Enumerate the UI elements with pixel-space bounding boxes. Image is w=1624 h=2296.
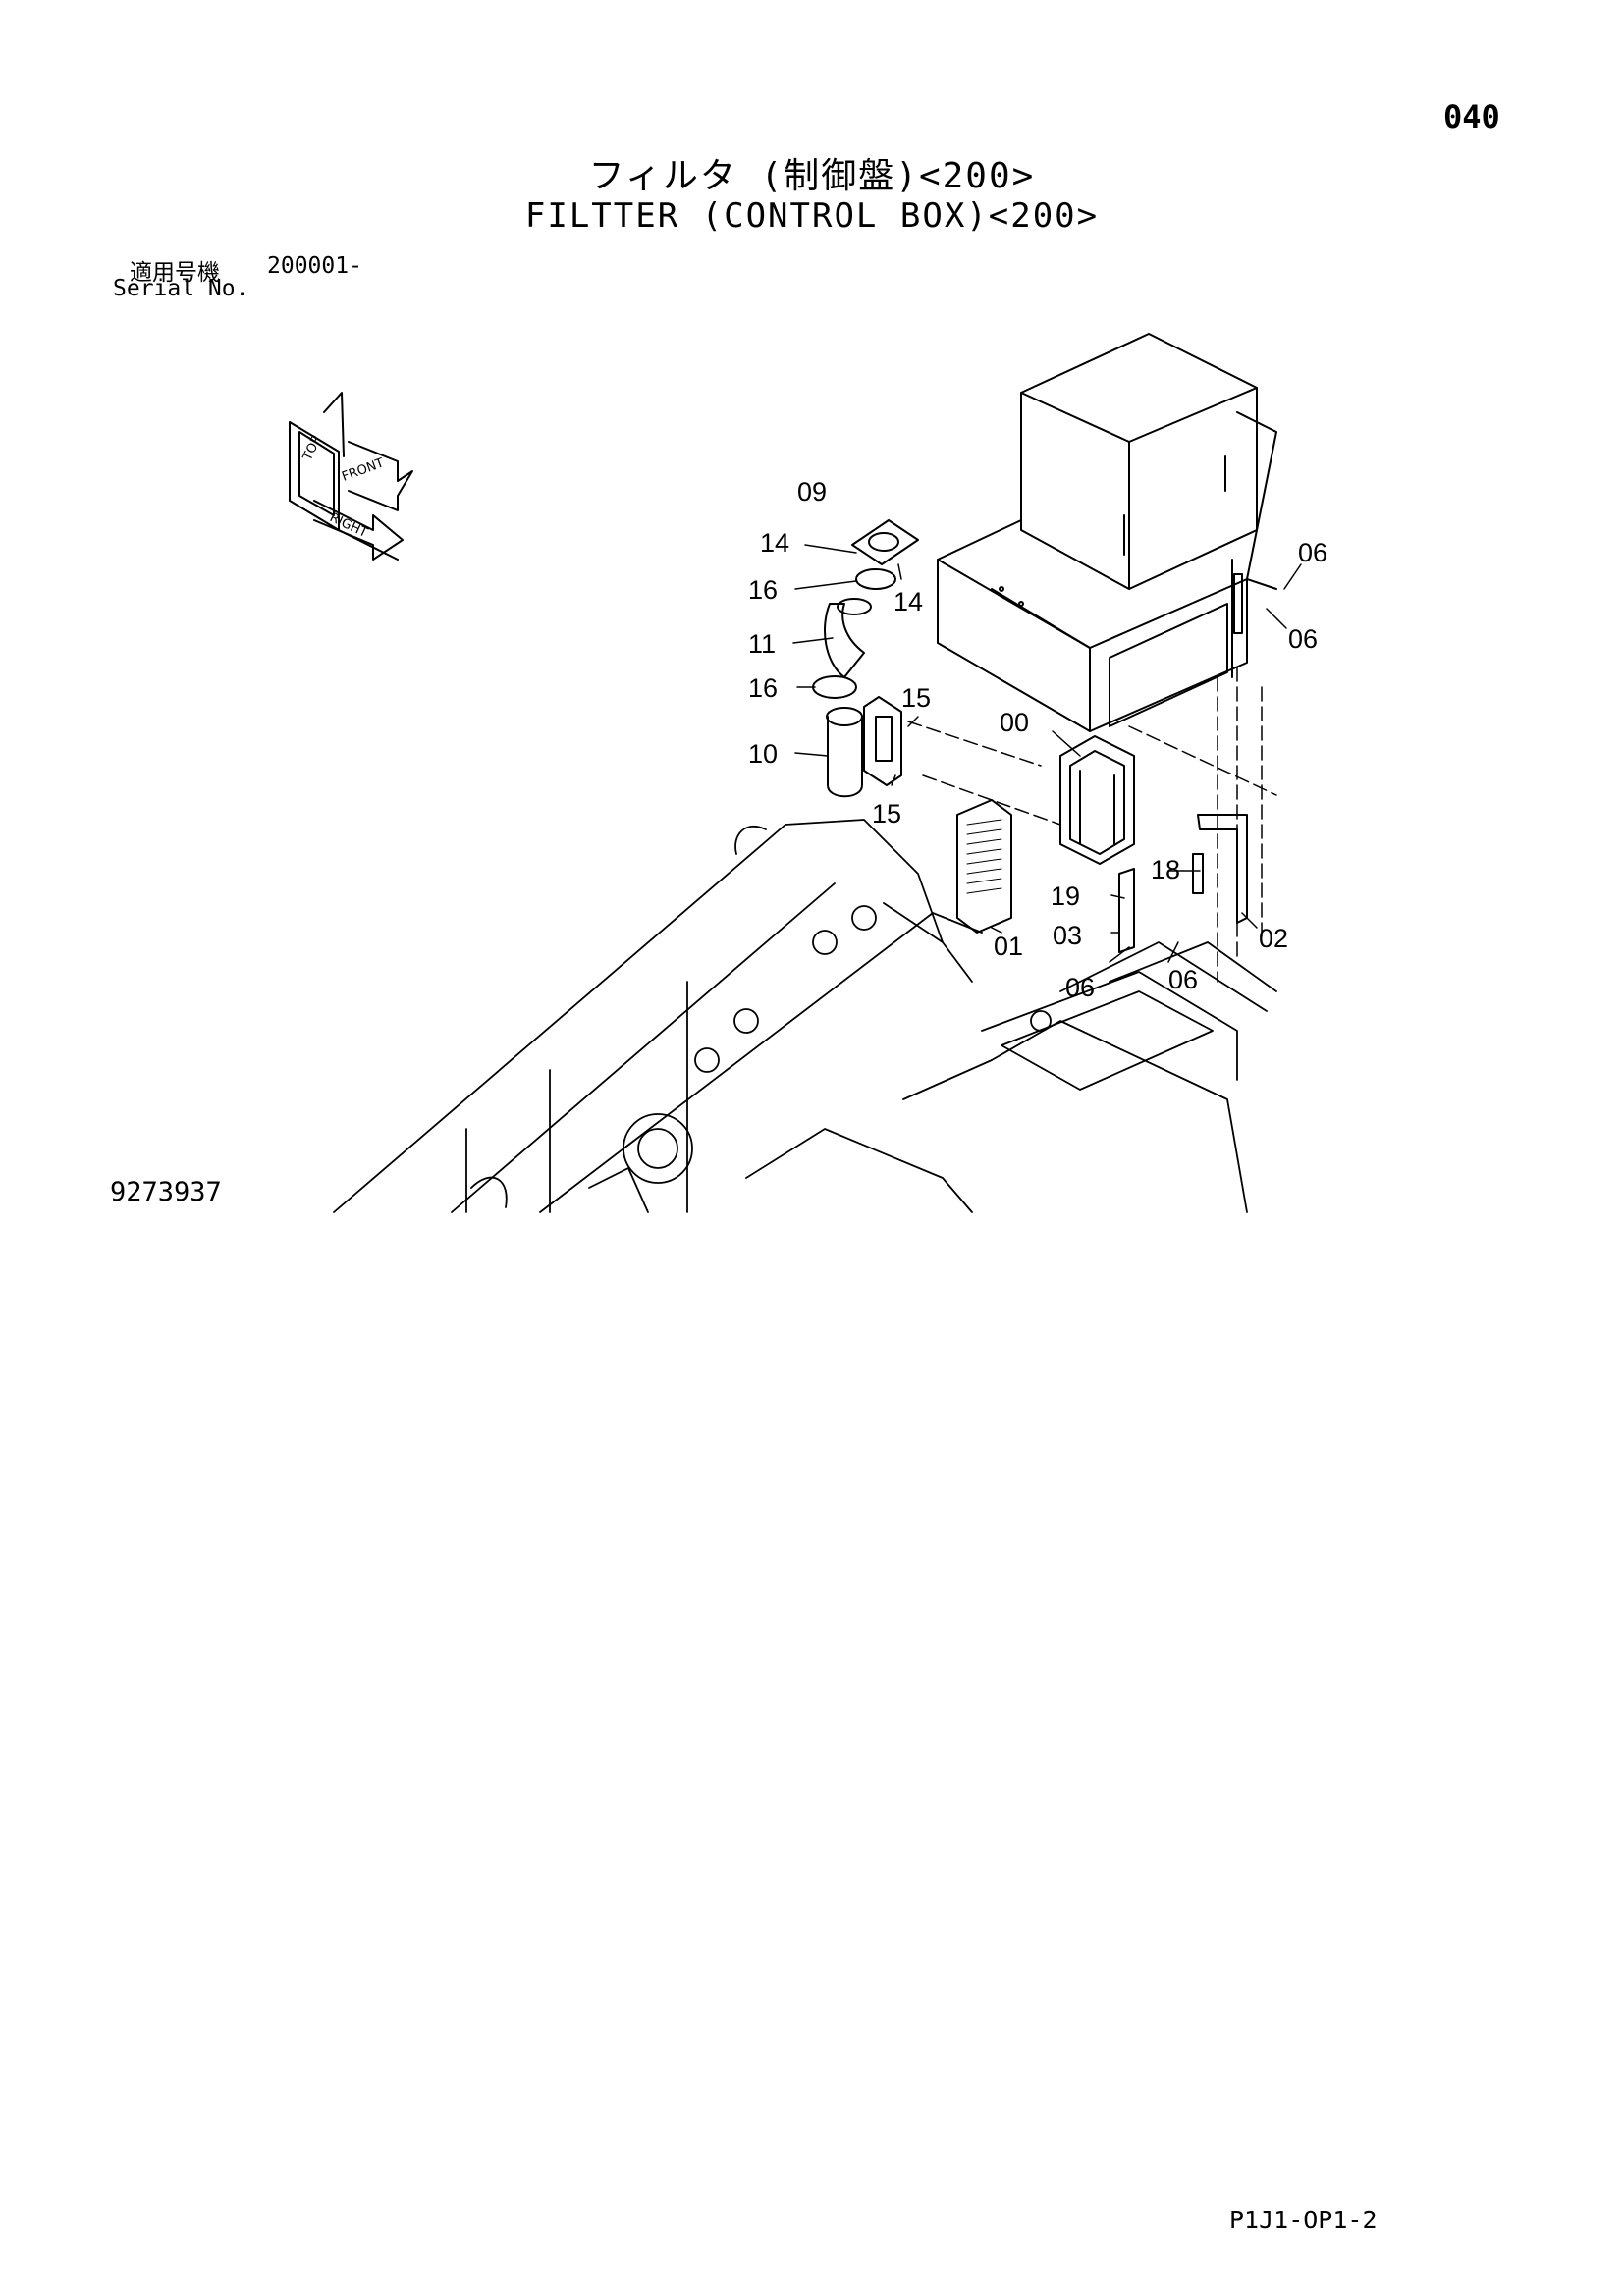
machine-frame xyxy=(333,819,1277,1213)
callout-label: 06 xyxy=(1065,973,1095,1002)
callout-label: 00 xyxy=(1000,708,1029,737)
serial-number-value: 200001- xyxy=(267,253,362,279)
part-filter-element xyxy=(956,799,1012,934)
part-hose-clamp xyxy=(855,568,896,590)
page-number: 040 xyxy=(1443,98,1500,135)
callout-labels: 09 14 14 16 11 16 15 10 15 00 01 18 19 0… xyxy=(748,477,1327,1002)
serial-label-english: Serial No. xyxy=(113,276,249,301)
orientation-front-label: FRONT xyxy=(340,455,386,484)
callout-label: 15 xyxy=(901,683,931,713)
part-cover-plate xyxy=(1118,868,1135,953)
callout-label: 14 xyxy=(893,587,923,616)
callout-label: 11 xyxy=(748,629,776,659)
callout-label: 18 xyxy=(1151,855,1180,884)
orientation-right-label: RIGHT xyxy=(327,510,369,541)
leader-lines xyxy=(907,667,1277,983)
orientation-top-label: TOP xyxy=(300,434,325,464)
callout-label: 02 xyxy=(1259,924,1288,953)
orientation-indicator: TOP FRONT RIGHT xyxy=(289,392,413,561)
callout-label: 16 xyxy=(748,673,778,703)
callout-label: 06 xyxy=(1288,624,1318,654)
part-plate xyxy=(1192,853,1204,894)
footer-code: P1J1-OP1-2 xyxy=(1229,2206,1378,2234)
callout-label: 10 xyxy=(748,739,778,769)
part-elbow-duct xyxy=(824,603,865,678)
callout-label: 19 xyxy=(1051,881,1080,911)
callout-leaders xyxy=(792,544,1302,963)
callout-label: 06 xyxy=(1298,538,1327,567)
part-flange xyxy=(851,519,919,565)
callout-label: 14 xyxy=(760,528,789,558)
callout-label: 09 xyxy=(797,477,827,507)
part-hose-clamp-lower xyxy=(812,675,857,699)
callout-label: 06 xyxy=(1168,965,1198,994)
callout-label: 01 xyxy=(994,932,1023,961)
callout-label: 03 xyxy=(1053,921,1082,950)
part-filter-housing xyxy=(1059,735,1135,865)
callout-label: 16 xyxy=(748,575,778,605)
page-title-english: FILTTER (CONTROL BOX)<200> xyxy=(524,196,1100,236)
drawing-number: 9273937 xyxy=(110,1177,222,1207)
part-duct xyxy=(826,696,902,798)
callout-label: 15 xyxy=(872,799,901,828)
control-box-cabinet xyxy=(937,333,1277,732)
serial-label-japanese: 適用号機 xyxy=(130,260,220,286)
page-title-japanese: フィルタ (制御盤)<200> xyxy=(588,156,1036,196)
part-bracket-right xyxy=(1197,814,1248,924)
